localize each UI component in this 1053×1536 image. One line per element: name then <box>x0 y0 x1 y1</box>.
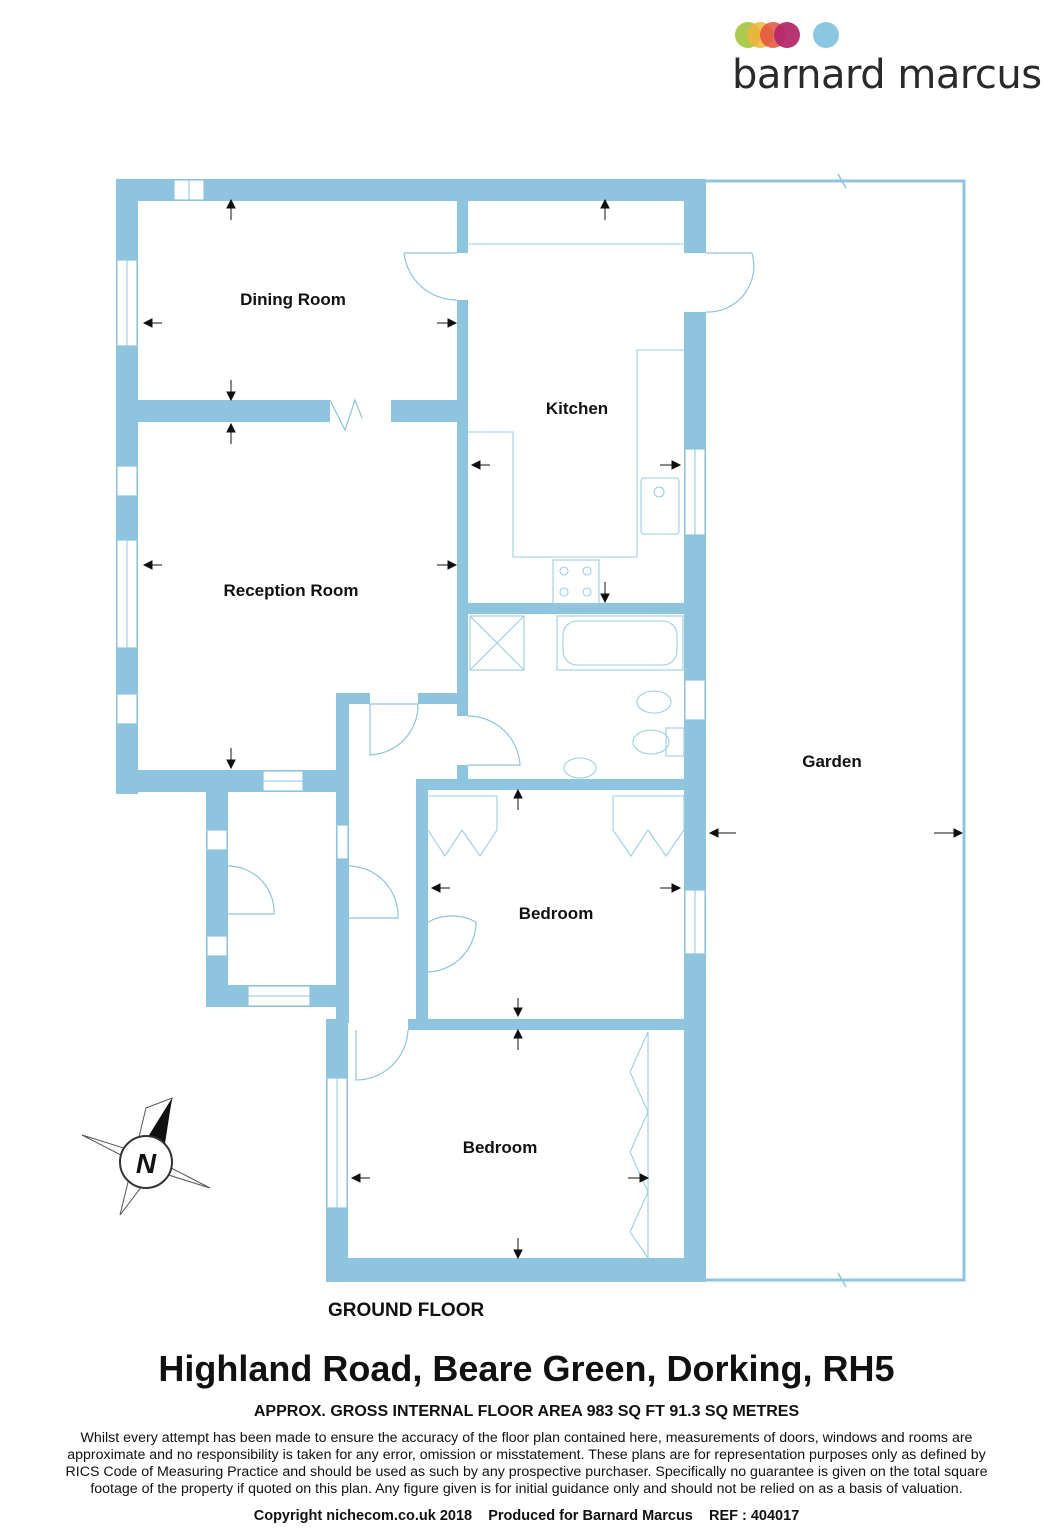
room-label-bedroom-2: Bedroom <box>462 1138 538 1157</box>
svg-text:N: N <box>136 1148 157 1179</box>
garden-outline <box>706 173 966 1288</box>
floor-label: GROUND FLOOR <box>328 1300 485 1321</box>
room-label-garden: Garden <box>802 752 862 771</box>
floor-plan: N <box>81 173 966 1288</box>
disclaimer: Whilst every attempt has been made to en… <box>10 1430 1043 1498</box>
measurement-arrows <box>142 198 964 1260</box>
disclaimer-line: footage of the property if quoted on thi… <box>90 1481 963 1497</box>
room-label-dining: Dining Room <box>240 290 346 309</box>
disclaimer-line: approximate and no responsibility is tak… <box>67 1447 986 1463</box>
brand-logo-text: barnard marcus <box>732 52 1042 98</box>
room-label-bedroom-1: Bedroom <box>518 904 594 923</box>
disclaimer-line: Whilst every attempt has been made to en… <box>80 1430 973 1446</box>
fixtures <box>427 243 685 1259</box>
copyright: Copyright nichecom.co.uk 2018 Produced f… <box>253 1508 800 1524</box>
compass-icon: N <box>81 1097 211 1216</box>
brand-logo-dots <box>735 22 839 48</box>
windows <box>116 179 706 1209</box>
property-address: Highland Road, Beare Green, Dorking, RH5 <box>158 1348 895 1389</box>
door-swings <box>227 252 755 1081</box>
disclaimer-line: RICS Code of Measuring Practice and shou… <box>65 1464 988 1480</box>
room-label-kitchen: Kitchen <box>545 399 609 418</box>
floor-area: APPROX. GROSS INTERNAL FLOOR AREA 983 SQ… <box>253 1403 800 1420</box>
room-label-reception: Reception Room <box>223 581 359 600</box>
